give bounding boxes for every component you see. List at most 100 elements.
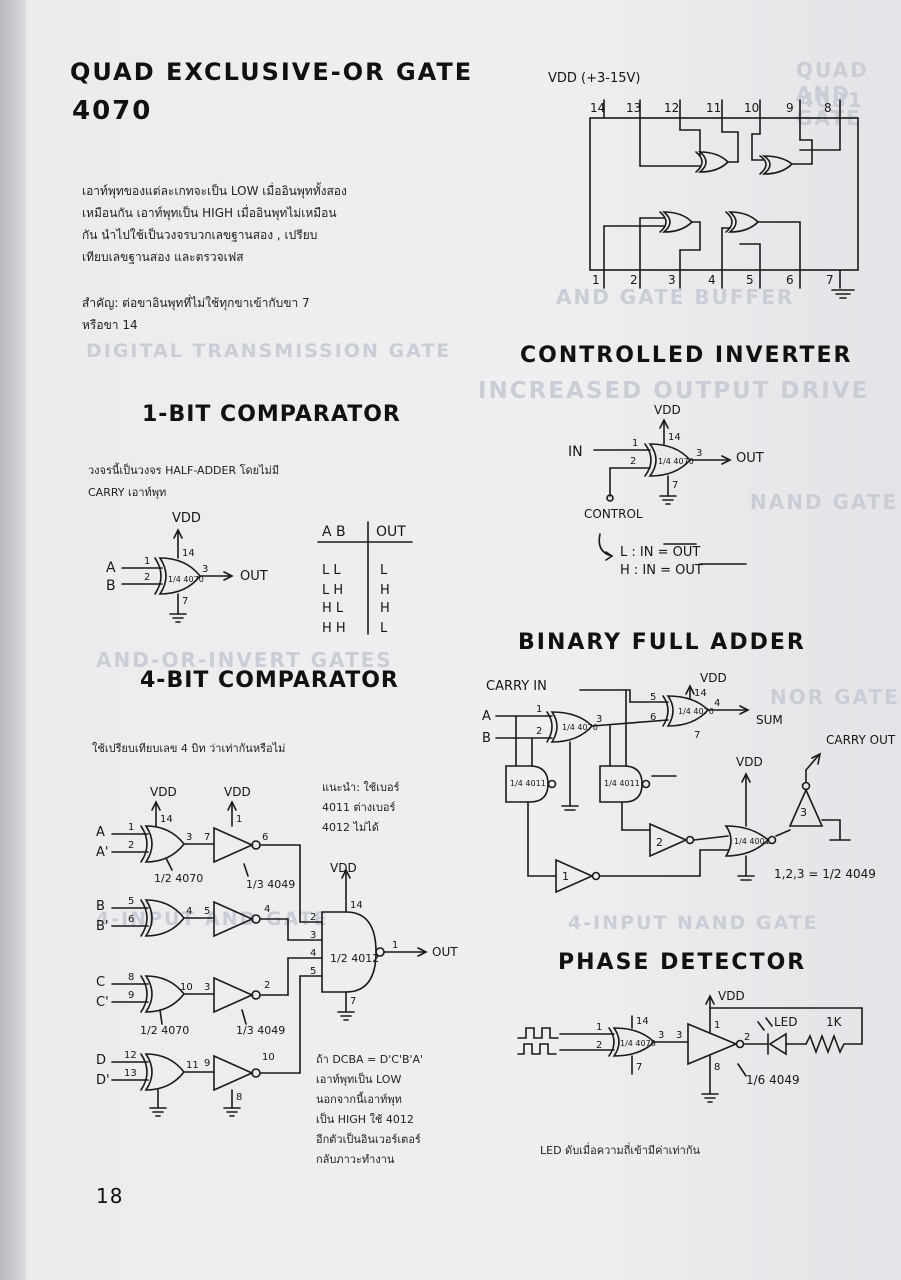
pin-label: 13 — [124, 1068, 137, 1079]
section-title-phase-detector: PHASE DETECTOR — [558, 950, 807, 975]
gate-label: 1/4 4001 — [734, 837, 770, 846]
vdd-label: VDD — [330, 861, 357, 875]
pin-label: 14 — [694, 688, 707, 699]
comparator4-desc: ใช้เปรียบเทียบเลข 4 บิท ว่าเท่ากันหรือไม… — [92, 742, 286, 755]
pin-label: 4 — [186, 906, 192, 917]
ghost-left-title-2: AND-OR-INVERT GATES — [96, 648, 393, 672]
carry-in-label: CARRY IN — [486, 679, 547, 694]
pin-label: 7 — [636, 1062, 642, 1073]
pin-number: 7 — [826, 273, 834, 287]
pin-label: 14 — [668, 432, 681, 443]
input-label: C' — [96, 995, 109, 1010]
pin-label: 2 — [744, 1032, 750, 1043]
pin-label: 5 — [310, 966, 316, 977]
xor-gate-row-d — [111, 1053, 215, 1117]
gate-label: 1/4 4011 — [604, 779, 640, 788]
xor-gate-row-a — [111, 800, 215, 863]
pin-number: 9 — [786, 101, 794, 115]
pin-label: 6 — [128, 914, 134, 925]
input-a-label: A — [482, 709, 491, 724]
pin-label: 2 — [310, 912, 316, 923]
input-b-label: B — [106, 578, 116, 594]
bottom-pins: 1 2 3 4 5 6 7 — [592, 269, 855, 299]
pin-label: 9 — [204, 1058, 210, 1069]
xor-gate-lower-right — [721, 211, 801, 271]
resistor-label: 1K — [826, 1015, 843, 1029]
pin-label: 7 — [182, 596, 188, 607]
truth-table-cell: L H — [322, 583, 343, 598]
pin-number: 11 — [706, 101, 721, 115]
truth-table-cell: L — [380, 563, 388, 578]
inverter-row-c — [213, 957, 323, 1014]
xor-gate-row-b — [111, 899, 215, 937]
pin-label: 1 — [392, 940, 398, 951]
pin-label: 4 — [310, 948, 316, 959]
ic-body — [589, 117, 859, 271]
pin-label: 4 — [714, 698, 720, 709]
input-label: A — [96, 825, 105, 840]
comparator1-desc: วงจรนี้เป็นวงจร HALF-ADDER โดยไม่มี CARR… — [88, 460, 279, 504]
truth-table-cell: H — [380, 583, 390, 598]
pin-label: 4 — [264, 904, 270, 915]
pin-label: 2 — [128, 840, 134, 851]
input-label: D' — [96, 1073, 110, 1088]
truth-table-cell: H L — [322, 601, 344, 616]
pin-label: 2 — [144, 572, 150, 583]
ghost-right-title-4: INCREASED OUTPUT DRIVE — [478, 378, 870, 404]
pinout-vdd-label: VDD (+3-15V) — [548, 71, 640, 86]
pin-label: 1 — [236, 814, 242, 825]
gate-label: 1/4 4070 — [658, 457, 694, 466]
pin-label: 3 — [696, 448, 702, 459]
pin-label: 7 — [672, 480, 678, 491]
pin-label: 14 — [160, 814, 173, 825]
intro-line: เอาท์พุทของแต่ละเกทจะเป็น LOW เมื่ออินพุ… — [82, 184, 347, 198]
section-title-controlled-inverter: CONTROLLED INVERTER — [520, 343, 853, 368]
output-label: OUT — [432, 945, 458, 959]
truth-table-cell: H H — [322, 621, 346, 636]
pin-label: 14 — [636, 1016, 649, 1027]
resistor-icon — [805, 1033, 863, 1055]
gate-label: 1/4 4070 — [678, 707, 714, 716]
pin-label: 1 — [144, 556, 150, 567]
comparator4-hint: แนะนำ: ใช้เบอร์ 4011 ต่างเบอร์ 4012 ไม่ไ… — [322, 778, 400, 838]
pin-label: 3 — [310, 930, 316, 941]
pin-number: 6 — [786, 273, 794, 287]
pin-number: 12 — [664, 101, 679, 115]
nand-chip-label: 1/2 4012 — [330, 952, 379, 965]
pin-number: 5 — [746, 273, 754, 287]
pin-number: 2 — [630, 273, 638, 287]
ghost-right-title-3: AND GATE BUFFER — [556, 285, 795, 309]
phase-detector-diagram: VDD LED 1K 1/4 4070 1/6 4049 1 2 3 14 7 … — [517, 989, 863, 1103]
pin-label: 8 — [236, 1092, 242, 1103]
pin-number: 10 — [744, 101, 759, 115]
note-line: เอาท์พุทเป็น LOW — [316, 1073, 402, 1086]
pin-label: 7 — [350, 996, 356, 1007]
buffer-number: 2 — [656, 836, 663, 849]
pin-label: 2 — [536, 726, 542, 737]
hint-line: แนะนำ: ใช้เบอร์ — [322, 781, 400, 794]
comparator4-note: ถ้า DCBA = D'C'B'A' เอาท์พุทเป็น LOW นอก… — [316, 1050, 423, 1170]
truth-table-header: OUT — [376, 524, 406, 540]
inverter-row-d — [213, 975, 323, 1117]
pin-label: 1 — [536, 704, 542, 715]
ic-pinout-diagram: VDD (+3-15V) 14 13 12 11 10 9 8 1 2 3 4 … — [548, 71, 859, 299]
ghost-right-title-2: 4081 — [800, 88, 864, 112]
gate-label: 1/4 4070 — [620, 1039, 656, 1048]
ghost-right-title-7: 4-INPUT NAND GATE — [568, 912, 819, 934]
one-bit-comparator-diagram: VDD A B OUT 1/4 4070 1 2 3 14 7 — [106, 511, 268, 623]
section-title-full-adder: BINARY FULL ADDER — [518, 630, 806, 655]
pin-label: 3 — [676, 1030, 682, 1041]
led-label: LED — [774, 1015, 798, 1029]
inv-chip-label: 1/3 4049 — [236, 1024, 285, 1037]
state-label: H : IN = OUT — [620, 563, 703, 578]
pin-label: 8 — [128, 972, 134, 983]
ghost-left-title-3: 4-INPUT AND GATE — [96, 908, 329, 930]
pin-label: 1 — [128, 822, 134, 833]
truth-table-cell: H — [380, 601, 390, 616]
pin-label: 1 — [714, 1020, 720, 1031]
ghost-right-title-5: NAND GATE — [750, 490, 899, 514]
ghost-left-title-1: DIGITAL TRANSMISSION GATE — [86, 340, 452, 362]
pin-label: 1 — [632, 438, 638, 449]
vdd-label: VDD — [654, 403, 681, 417]
